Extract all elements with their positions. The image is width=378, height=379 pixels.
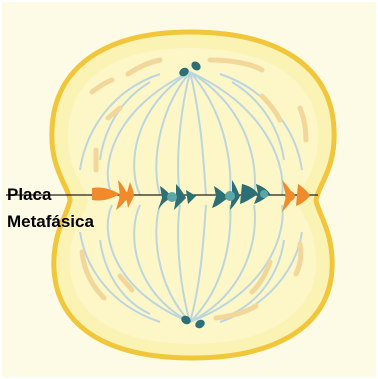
metaphase-plate-label-line2: Metafásica bbox=[7, 212, 94, 232]
metaphase-plate-label-line1: Placa bbox=[7, 185, 51, 205]
